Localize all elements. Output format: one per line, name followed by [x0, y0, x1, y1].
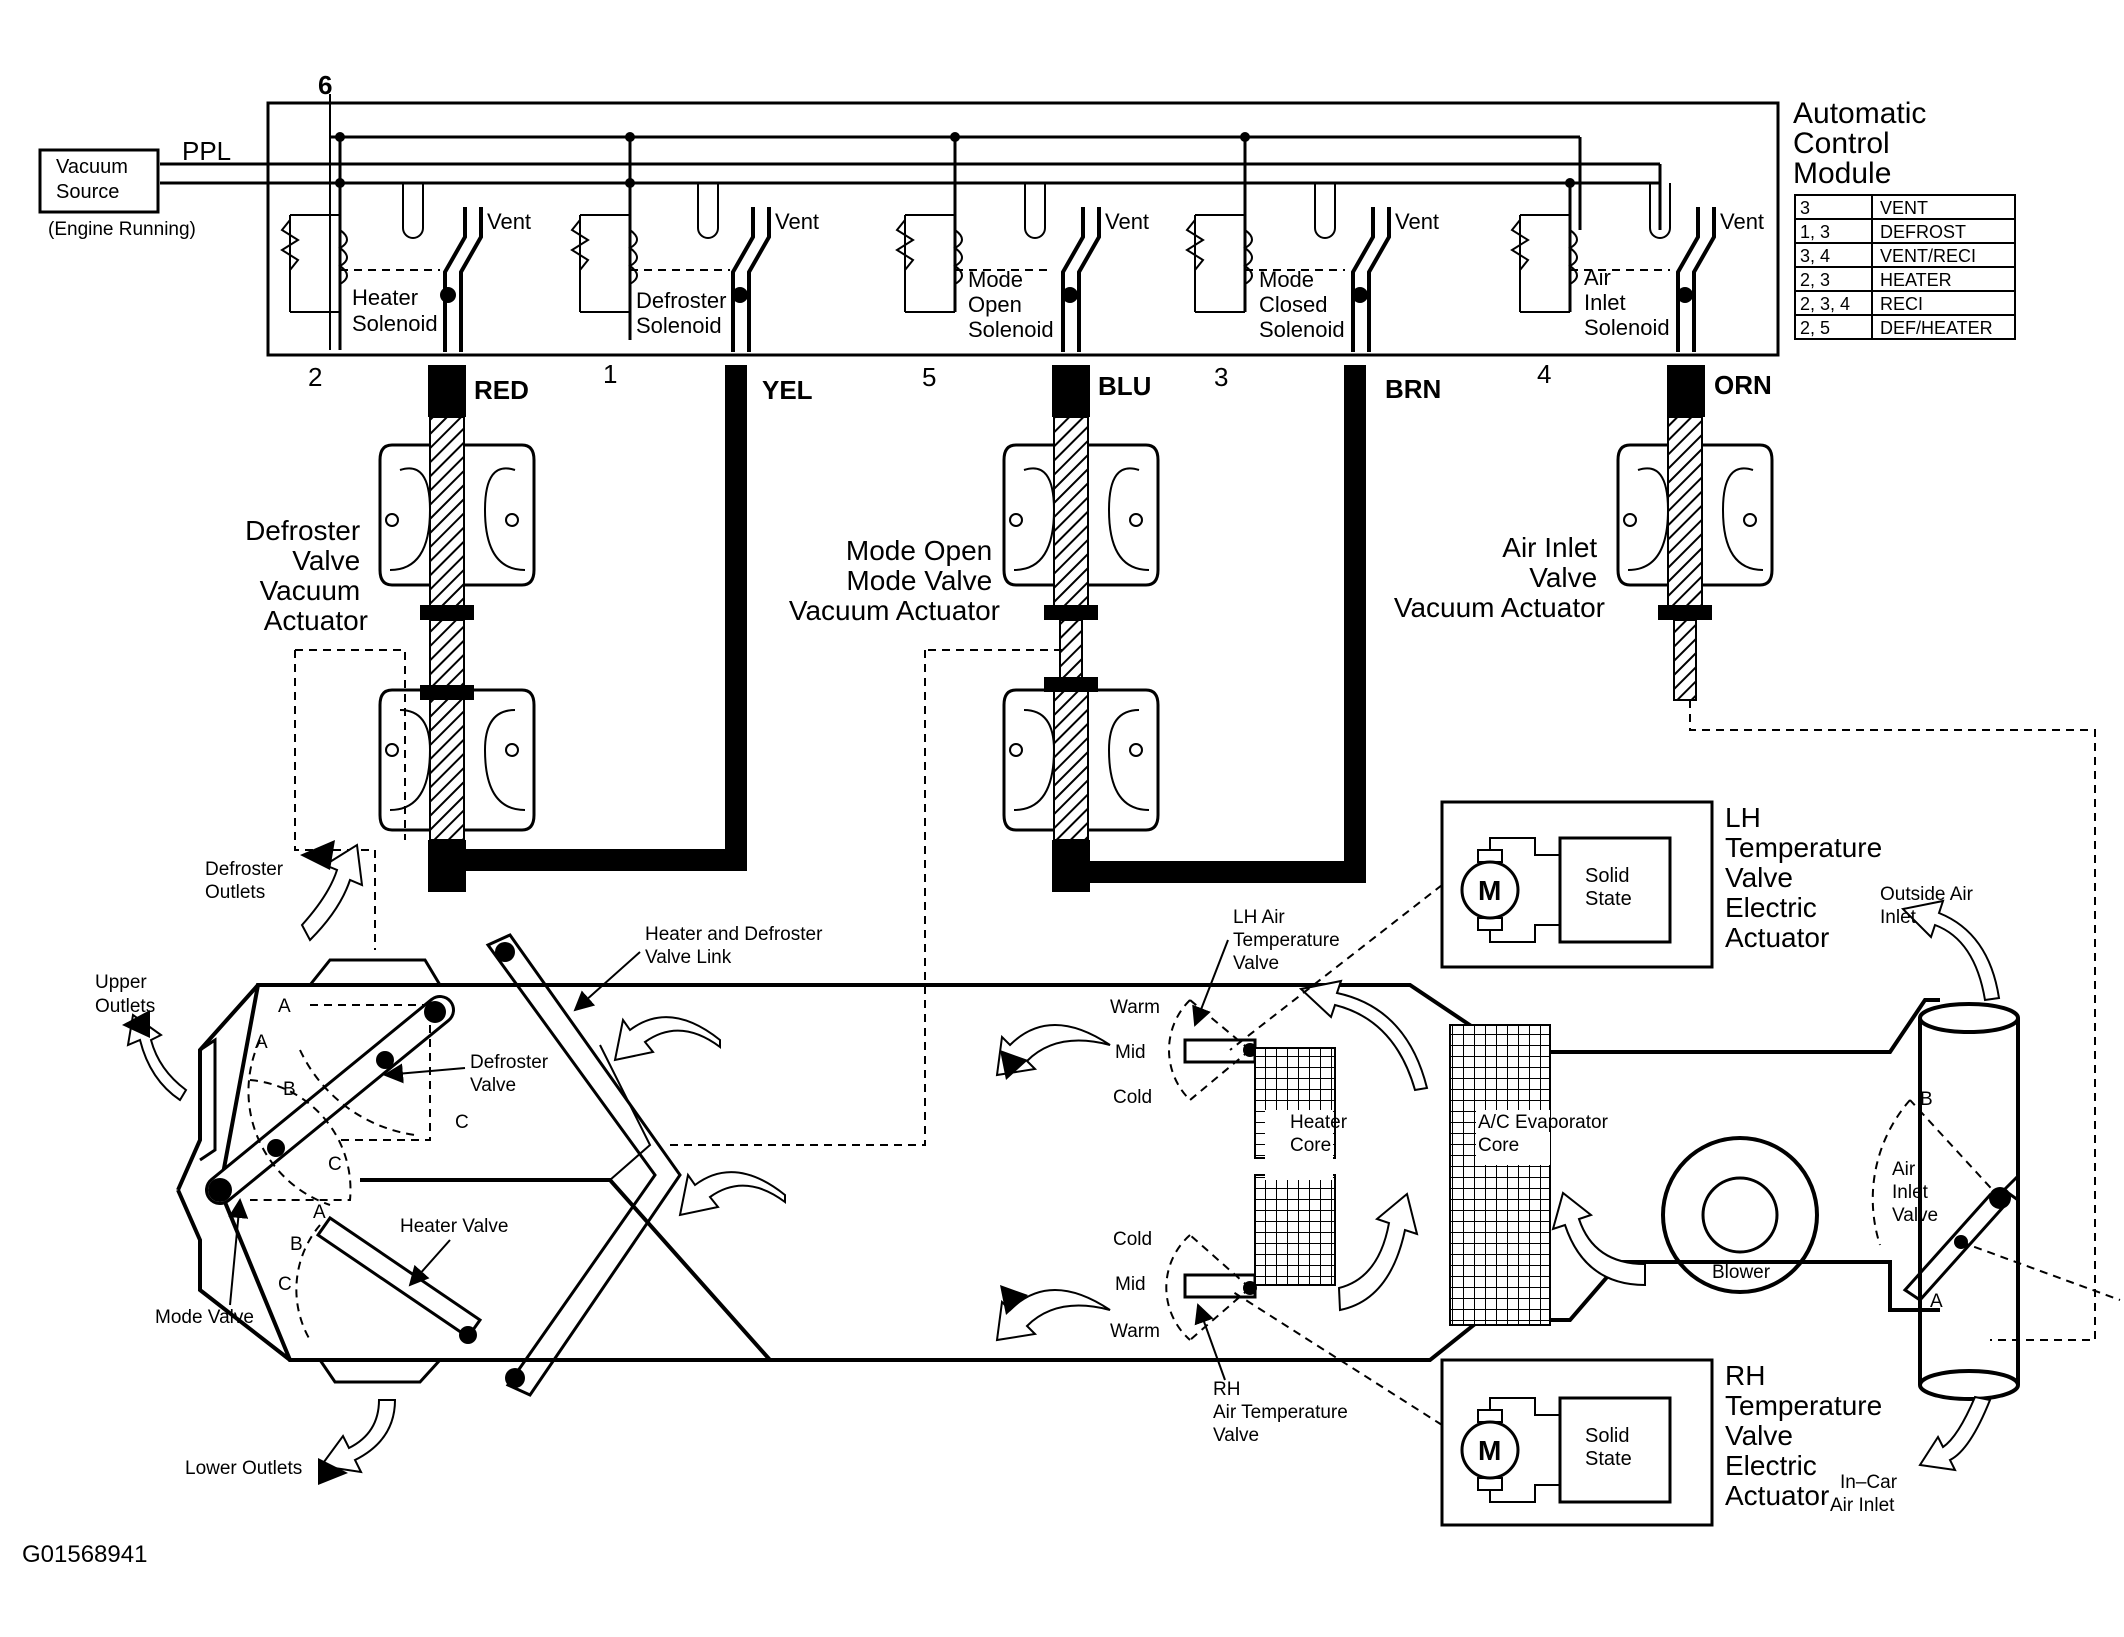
- port-1-label: 1: [603, 359, 617, 389]
- hose-brn-label: BRN: [1385, 374, 1441, 404]
- port-4-label: 4: [1537, 359, 1551, 389]
- mode-table-mode-2: VENT/RECI: [1880, 246, 1976, 266]
- lh-motor-label: M: [1478, 875, 1501, 906]
- ppl-label: PPL: [182, 136, 231, 166]
- airflow-arrows: [122, 840, 2001, 1485]
- lh-warm-label: Warm: [1110, 997, 1160, 1018]
- valve-pos-c-3: C: [278, 1274, 292, 1295]
- air-inlet-vacuum-actuator: [1616, 416, 1774, 701]
- mode-closed-solenoid-label: Mode Closed Solenoid: [1259, 267, 1345, 342]
- port-5-label: 5: [922, 362, 936, 392]
- defroster-valve-label: Defroster Valve: [470, 1052, 553, 1096]
- solenoid-section-mode-open: [895, 137, 1101, 352]
- figure-id: G01568941: [22, 1541, 147, 1568]
- lh-air-temp-valve-label: LH Air Temperature Valve: [1233, 907, 1345, 974]
- heater-valve-label: Heater Valve: [400, 1216, 508, 1237]
- evaporator-core-label: A/C Evaporator Core: [1478, 1112, 1613, 1156]
- air-inlet-link-dash: [1689, 700, 2096, 1341]
- mode-actuator-label: Mode Open Mode Valve Vacuum Actuator: [789, 535, 1000, 626]
- defroster-outlets-label: Defroster Outlets: [205, 859, 288, 903]
- vent-label-1: Vent: [487, 209, 531, 234]
- hose-yel-label: YEL: [762, 375, 813, 405]
- lh-temperature-actuator: [1229, 800, 1714, 1051]
- rh-temperature-actuator-label: RH Temperature Valve Electric Actuator: [1725, 1360, 1890, 1511]
- port-6-label: 6: [318, 70, 332, 100]
- valve-pos-a-3: A: [313, 1202, 326, 1223]
- rh-mid-label: Mid: [1115, 1274, 1146, 1295]
- vacuum-source-box: [38, 148, 160, 214]
- air-inlet-pos-b: B: [1920, 1089, 1933, 1110]
- rh-warm-label: Warm: [1110, 1321, 1160, 1342]
- vacuum-hoses: [428, 365, 1705, 892]
- valve-pos-c-1: C: [455, 1112, 469, 1133]
- mode-vacuum-actuator: [1002, 416, 1160, 841]
- rh-motor-label: M: [1478, 1435, 1501, 1466]
- defroster-solenoid-label: Defroster Solenoid: [636, 288, 733, 338]
- port-3-label: 3: [1214, 362, 1228, 392]
- outside-air-inlet-label: Outside Air Inlet: [1880, 884, 1978, 928]
- mode-table-mode-3: HEATER: [1880, 270, 1952, 290]
- port-2-label: 2: [308, 362, 322, 392]
- solenoid-section-mode-closed: [1185, 137, 1391, 352]
- vent-label-4: Vent: [1395, 209, 1439, 234]
- heater-core-label: Heater Core: [1290, 1112, 1352, 1156]
- defroster-vacuum-actuator: [378, 416, 536, 841]
- solenoid-section-heater: [280, 183, 483, 352]
- in-car-air-inlet-label: In–Car Air Inlet: [1830, 1472, 1902, 1516]
- air-inlet-actuator-label: Air Inlet Valve Vacuum Actuator: [1394, 532, 1605, 623]
- rh-temperature-actuator: [1229, 1289, 1714, 1527]
- mode-link-dash: [670, 650, 926, 1146]
- defroster-actuator-label: Defroster Valve Vacuum Actuator: [245, 515, 368, 636]
- solenoid-section-defroster: [570, 137, 771, 352]
- lh-mid-label: Mid: [1115, 1042, 1146, 1063]
- lh-cold-label: Cold: [1113, 1087, 1152, 1108]
- mode-table-ports-0: 3: [1800, 198, 1810, 218]
- mode-table-mode-5: DEF/HEATER: [1880, 318, 1993, 338]
- air-inlet-pos-a: A: [1930, 1291, 1943, 1312]
- valve-pos-b-1: B: [283, 1079, 296, 1100]
- mode-table-ports-3: 2, 3: [1800, 270, 1830, 290]
- control-module: [160, 94, 1780, 357]
- valve-pos-b-2: B: [290, 1234, 303, 1255]
- lower-outlets-label: Lower Outlets: [185, 1458, 302, 1479]
- mode-table-ports-5: 2, 5: [1800, 318, 1830, 338]
- air-inlet-solenoid-label: Air Inlet Solenoid: [1584, 265, 1670, 340]
- mode-table-mode-0: VENT: [1880, 198, 1928, 218]
- vacuum-source-label: Vacuum Source: [56, 156, 133, 203]
- mode-table-ports-2: 3, 4: [1800, 246, 1830, 266]
- vent-label-5: Vent: [1720, 209, 1764, 234]
- control-module-title: Automatic Control Module: [1793, 97, 1935, 190]
- hvac-case: [176, 933, 2121, 1401]
- mode-table: [1794, 194, 2016, 340]
- rh-air-temp-valve-label: RH Air Temperature Valve: [1213, 1379, 1353, 1446]
- lh-solid-state-label: Solid State: [1585, 865, 1635, 910]
- heater-defroster-link-label: Heater and Defroster Valve Link: [645, 924, 828, 968]
- upper-outlets-label: Upper Outlets: [95, 972, 155, 1017]
- blower-label: Blower: [1712, 1262, 1771, 1283]
- mode-table-ports-1: 1, 3: [1800, 222, 1830, 242]
- hose-red-label: RED: [474, 375, 529, 405]
- valve-pos-a-1: A: [278, 996, 291, 1017]
- hose-orn-label: ORN: [1714, 370, 1772, 400]
- mode-table-mode-1: DEFROST: [1880, 222, 1966, 242]
- mode-table-ports-4: 2, 3, 4: [1800, 294, 1850, 314]
- rh-cold-label: Cold: [1113, 1229, 1152, 1250]
- valve-pos-a-2: A: [255, 1032, 268, 1053]
- engine-running-label: (Engine Running): [48, 219, 196, 240]
- valve-pos-c-2: C: [328, 1154, 342, 1175]
- mode-table-mode-4: RECI: [1880, 294, 1923, 314]
- solenoid-section-air-inlet: [1510, 183, 1716, 352]
- hose-blu-label: BLU: [1098, 371, 1151, 401]
- heater-solenoid-label: Heater Solenoid: [352, 285, 438, 336]
- vent-label-2: Vent: [775, 209, 819, 234]
- air-inlet-valve-label: Air Inlet Valve: [1892, 1159, 1938, 1226]
- rh-solid-state-label: Solid State: [1585, 1425, 1635, 1470]
- mode-open-solenoid-label: Mode Open Solenoid: [968, 267, 1054, 342]
- mode-valve-label: Mode Valve: [155, 1307, 254, 1328]
- lh-temperature-actuator-label: LH Temperature Valve Electric Actuator: [1725, 802, 1890, 953]
- vent-label-3: Vent: [1105, 209, 1149, 234]
